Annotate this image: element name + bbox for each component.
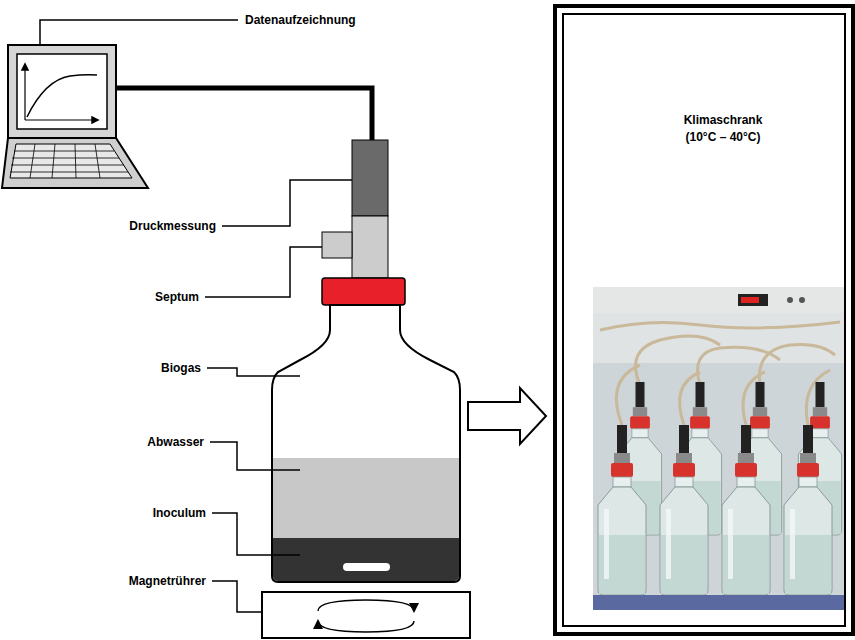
magnetic-stirrer [262,592,470,638]
reactor-bottle [272,305,460,582]
part-label: Druckmessung [129,219,216,233]
part-label: Inoculum [153,506,206,520]
inner-frame [562,13,846,627]
part-label: Abwasser [147,435,204,449]
laptop-icon [2,45,148,188]
chamber-box: Klimaschrank (10°C – 40°C) [553,4,855,636]
flow-arrow [468,388,546,444]
pressure-sensor [322,140,405,305]
part-label: Septum [155,290,199,304]
chamber-photo [593,287,845,610]
chamber-title: Klimaschrank (10°C – 40°C) [667,112,779,146]
leader-lines [40,20,352,612]
data-cable [116,88,372,140]
part-label: Datenaufzeichnung [245,13,356,27]
part-label: Magnetrührer [129,574,206,588]
part-label: Biogas [161,361,201,375]
